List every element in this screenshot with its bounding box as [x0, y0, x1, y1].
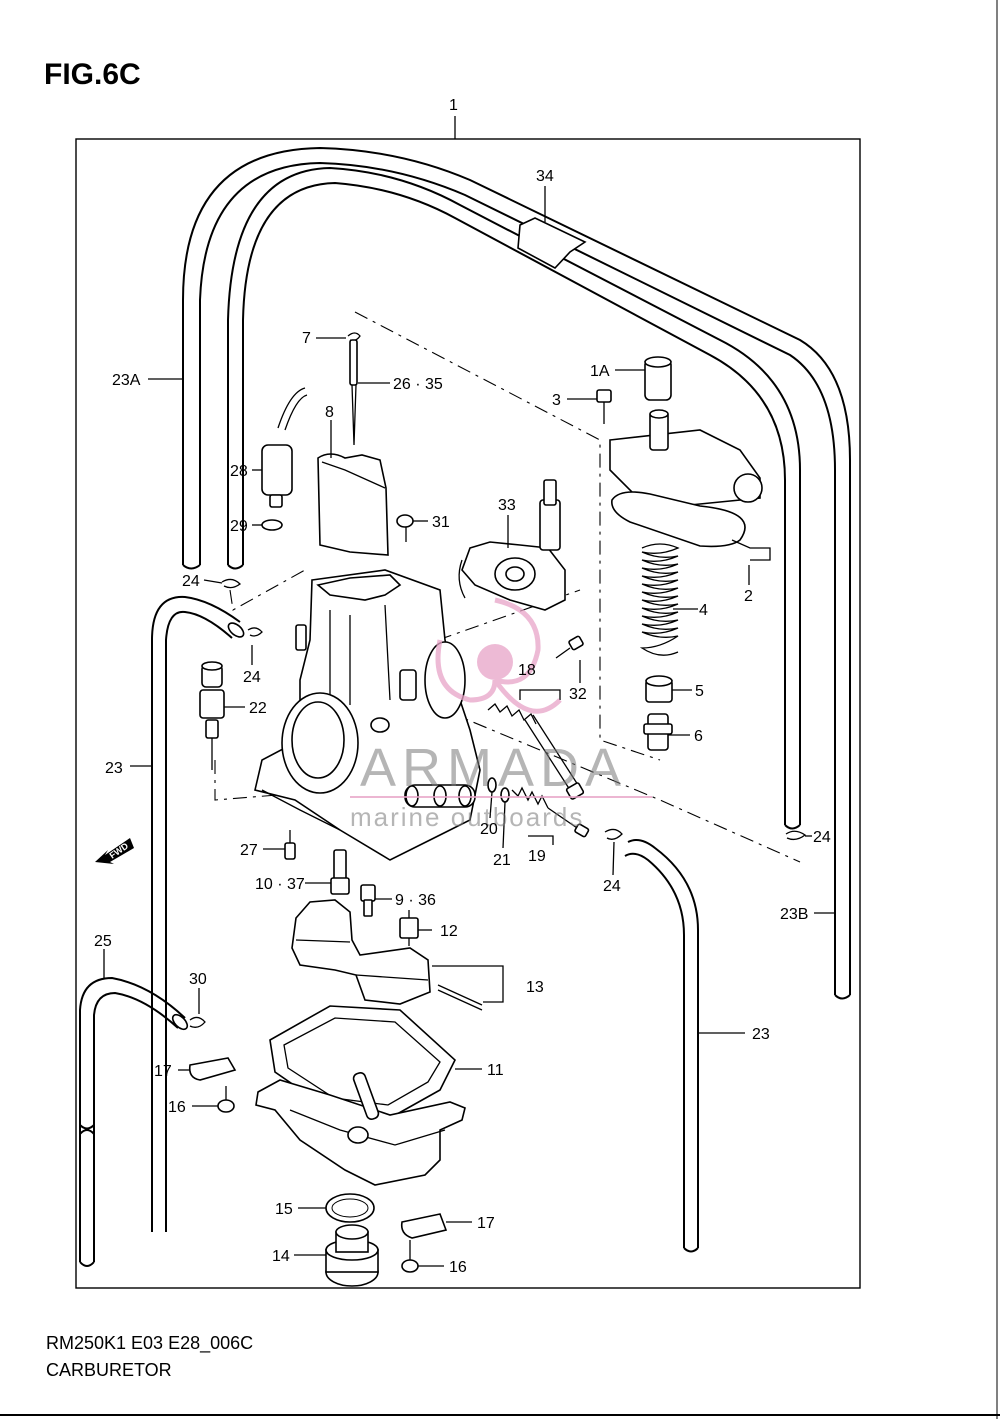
part-22-screw [199, 661, 225, 770]
part-32-screw [555, 635, 584, 659]
part-17-bracket-b [400, 1213, 448, 1239]
part-top-cover [609, 409, 763, 506]
callout-30: 30 [189, 971, 207, 988]
callout-22: 22 [249, 700, 267, 717]
part-16-screw-a [217, 1086, 235, 1113]
callout-23-left: 23 [105, 760, 123, 777]
clip-24-b [247, 627, 263, 637]
part-27-jet [284, 830, 296, 860]
callout-13: 13 [526, 979, 544, 996]
callout-26-35: 26 · 35 [393, 376, 443, 393]
watermark-tagline: marine outboards [350, 802, 584, 832]
watermark-brand: ARMADA [360, 738, 627, 798]
part-16-screw-b [401, 1240, 419, 1273]
callout-16-a: 16 [168, 1099, 186, 1116]
callout-4: 4 [699, 602, 708, 619]
part-5-seat [645, 675, 673, 703]
callout-23a: 23A [112, 372, 141, 389]
diagram-frame [75, 138, 861, 1289]
callout-17-b: 17 [477, 1215, 495, 1232]
watermark-logo [435, 597, 562, 714]
part-6-adjuster [643, 713, 673, 751]
callout-11: 11 [487, 1062, 504, 1079]
callout-7: 7 [302, 330, 311, 347]
part-17-bracket-a [188, 1057, 237, 1081]
callout-20: 20 [480, 821, 498, 838]
part-2-gasket [611, 491, 746, 548]
callout-19: 19 [528, 848, 546, 865]
callout-15: 15 [275, 1201, 293, 1218]
clip-24-c [604, 828, 623, 840]
hose-clamp-34 [517, 217, 587, 269]
callout-33: 33 [498, 497, 516, 514]
callout-1a: 1A [590, 363, 610, 380]
part-14-drain-plug [325, 1224, 379, 1287]
part-15-oring [325, 1193, 375, 1223]
callout-labels: 1 34 7 26 · 35 1A 3 23A 8 28 33 31 29 24… [94, 97, 831, 1276]
callout-27: 27 [240, 842, 258, 859]
part-29-oring [261, 519, 283, 531]
callout-6: 6 [694, 728, 703, 745]
callout-2: 2 [744, 588, 753, 605]
hose-23-left-end [227, 622, 245, 638]
hose-23-right [624, 839, 699, 1248]
diagram-name: CARBURETOR [46, 1360, 172, 1380]
callout-24-d: 24 [603, 878, 621, 895]
part-18-screw-spring [487, 703, 585, 800]
part-10-needle-jet [330, 849, 350, 895]
part-28-starter [261, 387, 308, 508]
callout-24-a: 24 [182, 573, 200, 590]
part-float-bowl [255, 1072, 466, 1186]
leader-lines [103, 116, 835, 1267]
callout-10-37: 10 · 37 [255, 876, 305, 893]
part-30-clip [189, 1016, 206, 1028]
hose-23-left [151, 595, 241, 1232]
fwd-arrow: FWD [95, 838, 134, 864]
part-13-float [291, 899, 483, 1011]
callout-32: 32 [569, 686, 587, 703]
callout-16-b: 16 [449, 1259, 467, 1276]
callout-31: 31 [432, 514, 450, 531]
part-1a-cap [644, 356, 672, 401]
callout-5: 5 [695, 683, 704, 700]
clip-24-d [785, 830, 807, 841]
callout-34: 34 [536, 168, 554, 185]
figure-title: FIG.6C [44, 58, 141, 91]
callout-24-c: 24 [813, 829, 831, 846]
hose-bundle [182, 146, 851, 1000]
part-12-needle-valve [399, 910, 419, 946]
part-31-screw [396, 514, 414, 542]
callout-29: 29 [230, 518, 248, 535]
callout-1: 1 [449, 97, 458, 114]
callout-12: 12 [440, 923, 458, 940]
part-26-needle [349, 339, 358, 446]
part-8-throttle-valve [317, 453, 389, 556]
callout-17-a: 17 [154, 1063, 172, 1080]
callout-24-b: 24 [243, 669, 261, 686]
hose-25 [79, 976, 186, 1262]
part-carb-body [254, 569, 481, 861]
callout-3: 3 [552, 392, 561, 409]
callout-23b: 23B [780, 906, 808, 923]
callout-23-right: 23 [752, 1026, 770, 1043]
callout-14: 14 [272, 1248, 290, 1265]
part-19-screw [511, 786, 590, 838]
callout-8: 8 [325, 404, 334, 421]
part-9-pilot-jet [360, 884, 376, 917]
part-4-spring [639, 543, 680, 656]
callout-21: 21 [493, 852, 511, 869]
part-3-screw [596, 389, 612, 424]
callout-18: 18 [518, 662, 536, 679]
diagram-code: RM250K1 E03 E28_006C [46, 1333, 254, 1353]
callout-9-36: 9 · 36 [395, 892, 436, 909]
callout-28: 28 [230, 463, 248, 480]
clip-24-a [221, 578, 241, 589]
part-33-linkage [458, 479, 566, 611]
callout-25: 25 [94, 933, 112, 950]
